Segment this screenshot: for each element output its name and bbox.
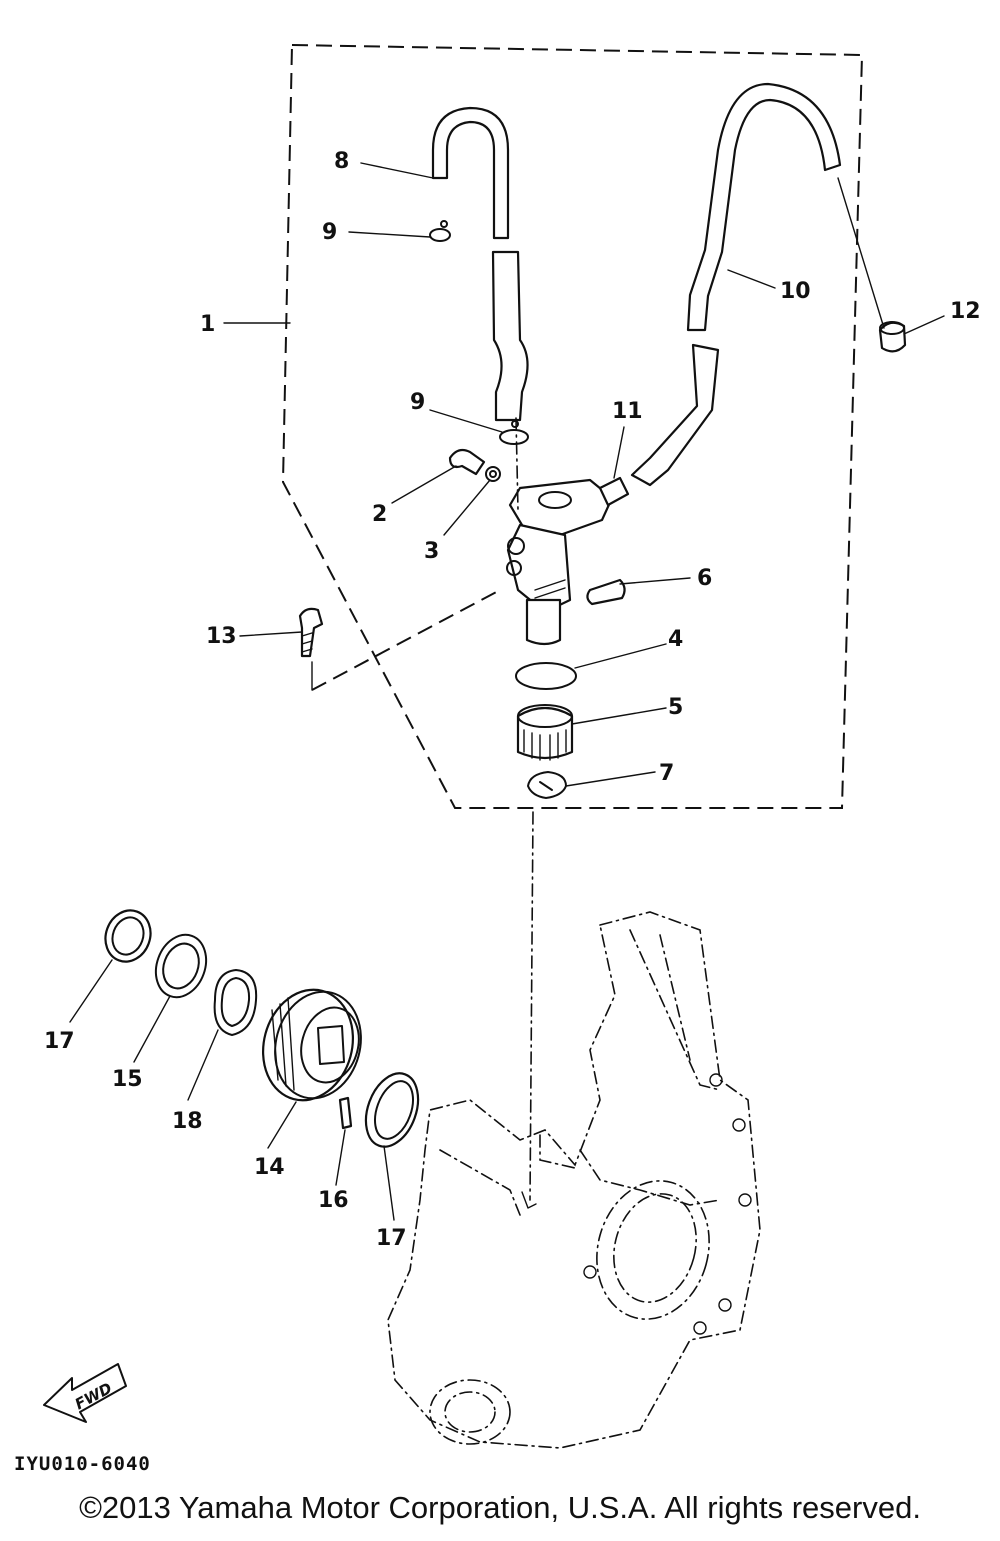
callout-16: 16 [318,1188,349,1213]
callout-13: 13 [206,624,237,649]
reference-code: IYU010-6040 [14,1453,151,1475]
hose-8 [431,106,529,422]
callout-14: 14 [254,1155,285,1180]
callout-5: 5 [668,695,683,720]
clip-9-upper [429,220,451,242]
callout-10: 10 [780,279,811,304]
gear-5 [516,704,574,761]
clip-7 [527,771,567,799]
clip-9-lower [499,420,529,445]
screw-2 [448,448,486,476]
callout-2: 2 [372,502,387,527]
washer-3 [485,466,501,482]
callout-9-lower: 9 [410,390,425,415]
nipple-11 [598,476,630,507]
pin-16 [338,1096,353,1130]
assembly-boundary [281,43,864,809]
gear-14 [261,988,362,1102]
copyright-notice: ©2013 Yamaha Motor Corporation, U.S.A. A… [79,1490,921,1525]
screw-13 [298,607,324,658]
cap-12 [878,321,907,353]
callout-12: 12 [950,299,981,324]
seal-17-left [104,909,152,963]
svg-text:FWD: FWD [72,1379,115,1413]
callouts: 1 2 3 4 5 6 7 8 9 9 10 11 12 13 14 15 16… [44,149,981,1251]
callout-17-left: 17 [44,1029,75,1054]
callout-18: 18 [172,1109,203,1134]
fwd-arrow-icon: FWD [43,1363,127,1423]
leader-lines [69,162,945,1221]
hose-10 [630,82,842,487]
callout-11: 11 [612,399,643,424]
callout-4: 4 [668,627,683,652]
callout-3: 3 [424,539,439,564]
gasket-18 [213,969,258,1036]
callout-7: 7 [659,761,674,786]
callout-6: 6 [697,566,712,591]
washer-15 [154,933,208,999]
callout-8: 8 [334,149,349,174]
callout-9-upper: 9 [322,220,337,245]
oil-pump-body [506,478,614,646]
callout-17-right: 17 [376,1226,407,1251]
crankcase-housing [387,911,761,1449]
callout-1: 1 [200,312,215,337]
callout-15: 15 [112,1067,143,1092]
seal-17-right [364,1072,420,1148]
pin-6 [586,578,626,606]
o-ring-4 [515,662,577,690]
